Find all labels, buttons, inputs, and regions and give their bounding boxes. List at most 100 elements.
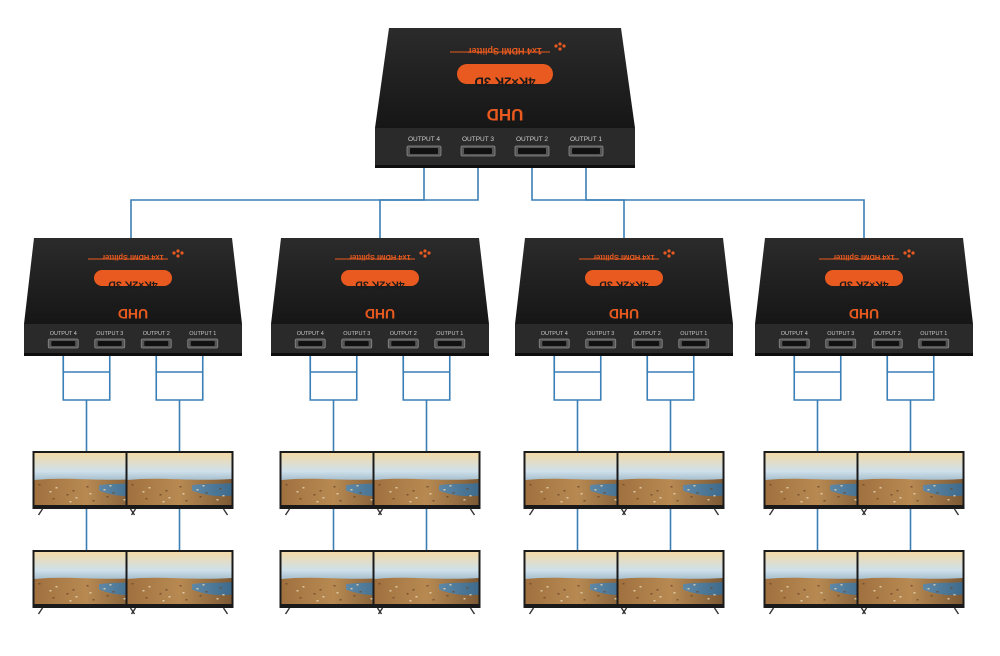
- hdmi-splitter: 1x4 HDMI Splitter 4K×2K 3D UHD OUTPUT 4 OUTP…: [375, 28, 635, 168]
- tv-foot-right: [471, 509, 475, 515]
- output-port-label: OUTPUT 2: [516, 136, 548, 143]
- tv-foot-right: [224, 509, 228, 515]
- hdmi-port-icon: [919, 339, 949, 348]
- tv-icon: [764, 451, 872, 515]
- uhd-label: UHD: [365, 306, 395, 322]
- tv-foot-left: [286, 509, 290, 515]
- output-port-label: OUTPUT 2: [390, 331, 417, 337]
- output-port-label: OUTPUT 4: [50, 331, 77, 337]
- output-port-label: OUTPUT 2: [874, 331, 901, 337]
- tv-foot-left: [286, 608, 290, 614]
- output-port-label: OUTPUT 1: [189, 331, 216, 337]
- hdmi-port-icon: [407, 146, 441, 156]
- hdmi-port-icon: [586, 339, 616, 348]
- tv-icon: [126, 550, 234, 614]
- resolution-label: 4K×2K 3D: [839, 279, 889, 291]
- hdmi-port-icon: [632, 339, 662, 348]
- tv-foot-right: [715, 509, 719, 515]
- output-port-label: OUTPUT 2: [634, 331, 661, 337]
- hdmi-port-icon: [188, 339, 218, 348]
- hdmi-port-icon: [539, 339, 569, 348]
- tv-icon: [33, 451, 141, 515]
- tv-icon: [373, 550, 481, 614]
- output-port-label: OUTPUT 3: [587, 331, 614, 337]
- uhd-label: UHD: [609, 306, 639, 322]
- model-label: 1x4 HDMI Splitter: [833, 253, 895, 262]
- hdmi-port-icon: [826, 339, 856, 348]
- resolution-label: 4K×2K 3D: [599, 279, 649, 291]
- tv-icon: [280, 451, 388, 515]
- tv-layer: [33, 451, 965, 614]
- tv-icon: [126, 451, 234, 515]
- tv-foot-left: [770, 509, 774, 515]
- model-label: 1x4 HDMI Splitter: [349, 253, 411, 262]
- tv-icon: [33, 550, 141, 614]
- hdmi-port-icon: [342, 339, 372, 348]
- hdmi-port-icon: [872, 339, 902, 348]
- hdmi-splitter: 1x4 HDMI Splitter 4K×2K 3D UHD OUTPUT 4 OUTP…: [515, 238, 733, 356]
- tv-icon: [524, 451, 632, 515]
- model-label: 1x4 HDMI Splitter: [468, 46, 543, 56]
- resolution-label: 4K×2K 3D: [355, 279, 405, 291]
- splitter-bottom-edge: [375, 165, 635, 168]
- tv-foot-right: [955, 509, 959, 515]
- output-port-label: OUTPUT 3: [96, 331, 123, 337]
- hdmi-port-icon: [48, 339, 78, 348]
- output-port-label: OUTPUT 1: [570, 136, 602, 143]
- output-port-label: OUTPUT 1: [436, 331, 463, 337]
- hdmi-port-icon: [95, 339, 125, 348]
- output-port-label: OUTPUT 3: [827, 331, 854, 337]
- tv-icon: [617, 451, 725, 515]
- tv-icon: [857, 550, 965, 614]
- hdmi-port-icon: [295, 339, 325, 348]
- model-label: 1x4 HDMI Splitter: [102, 253, 164, 262]
- hdmi-splitter: 1x4 HDMI Splitter 4K×2K 3D UHD OUTPUT 4 OUTP…: [24, 238, 242, 356]
- uhd-label: UHD: [118, 306, 148, 322]
- output-port-label: OUTPUT 1: [680, 331, 707, 337]
- tv-foot-left: [770, 608, 774, 614]
- model-label: 1x4 HDMI Splitter: [593, 253, 655, 262]
- tv-icon: [617, 550, 725, 614]
- tv-foot-left: [530, 509, 534, 515]
- tv-icon: [764, 550, 872, 614]
- output-port-label: OUTPUT 3: [343, 331, 370, 337]
- hdmi-port-icon: [515, 146, 549, 156]
- output-port-label: OUTPUT 3: [462, 136, 494, 143]
- output-port-label: OUTPUT 4: [297, 331, 324, 337]
- tv-icon: [857, 451, 965, 515]
- hdmi-port-icon: [569, 146, 603, 156]
- splitter-bottom-edge: [755, 353, 973, 356]
- tv-foot-left: [39, 509, 43, 515]
- output-port-label: OUTPUT 1: [920, 331, 947, 337]
- hdmi-port-icon: [779, 339, 809, 348]
- tv-icon: [280, 550, 388, 614]
- splitter-bottom-edge: [24, 353, 242, 356]
- tv-foot-right: [224, 608, 228, 614]
- tv-foot-left: [39, 608, 43, 614]
- hdmi-splitter: 1x4 HDMI Splitter 4K×2K 3D UHD OUTPUT 4 OUTP…: [271, 238, 489, 356]
- tv-foot-right: [471, 608, 475, 614]
- splitter-layer: 1x4 HDMI Splitter 4K×2K 3D UHD OUTPUT 4 OUTP…: [24, 28, 973, 356]
- resolution-label: 4K×2K 3D: [474, 75, 535, 90]
- tv-icon: [524, 550, 632, 614]
- hdmi-port-icon: [141, 339, 171, 348]
- uhd-label: UHD: [849, 306, 879, 322]
- hdmi-port-icon: [388, 339, 418, 348]
- uhd-label: UHD: [487, 105, 524, 124]
- output-port-label: OUTPUT 2: [143, 331, 170, 337]
- splitter-bottom-edge: [271, 353, 489, 356]
- hdmi-port-icon: [461, 146, 495, 156]
- output-port-label: OUTPUT 4: [408, 136, 440, 143]
- tv-foot-left: [530, 608, 534, 614]
- hdmi-port-icon: [679, 339, 709, 348]
- tv-foot-right: [715, 608, 719, 614]
- resolution-label: 4K×2K 3D: [108, 279, 158, 291]
- splitter-bottom-edge: [515, 353, 733, 356]
- hdmi-port-icon: [435, 339, 465, 348]
- output-port-label: OUTPUT 4: [541, 331, 568, 337]
- tv-foot-right: [955, 608, 959, 614]
- tv-icon: [373, 451, 481, 515]
